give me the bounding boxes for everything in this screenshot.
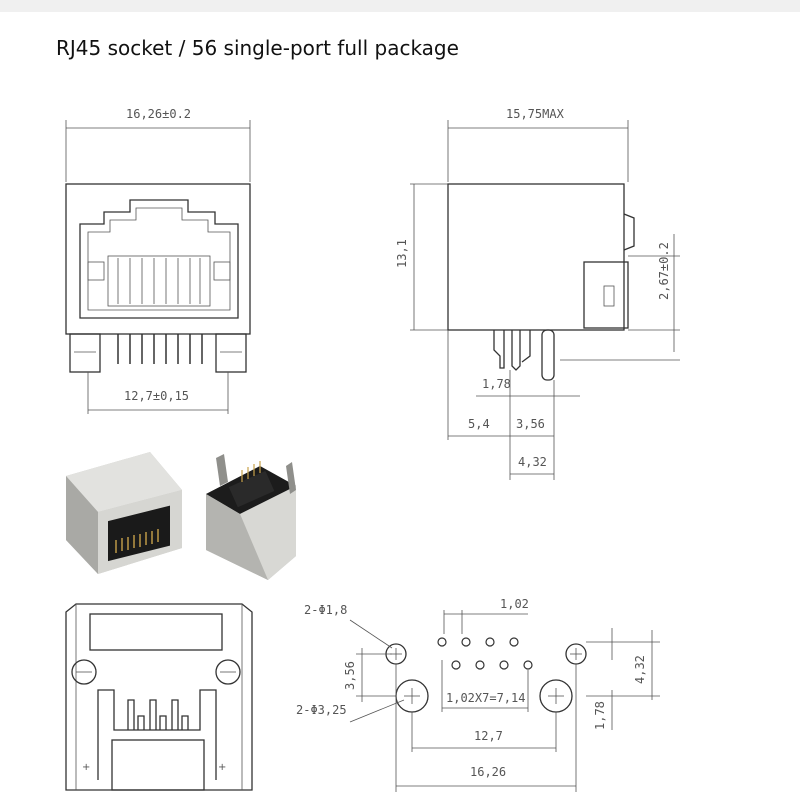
- side-length-dim: 15,75MAX: [506, 107, 565, 121]
- footprint-pin-row-dim: 1,02X7=7,14: [446, 691, 525, 705]
- top-bar: [0, 0, 800, 12]
- footprint-pitch-dim: 1,02: [500, 597, 529, 611]
- product-photo-front: [66, 452, 182, 574]
- side-view: 15,75MAX 13,1 2,67±0.2 1,78: [395, 107, 680, 480]
- side-pin-dim-3: 3,56: [516, 417, 545, 431]
- side-pin-dim-2: 5,4: [468, 417, 490, 431]
- front-view: 16,26±0.2: [65, 107, 251, 414]
- pcb-footprint: 1,02: [296, 597, 660, 792]
- footprint-small-hole-label: 2-Φ1,8: [304, 603, 347, 617]
- footprint-small-hole-span-dim: 12,7: [474, 729, 503, 743]
- side-pin-dim-4: 4,32: [518, 455, 547, 469]
- footprint-right-vertical-dim: 4,32: [633, 655, 647, 684]
- footprint-right-lower-dim: 1,78: [593, 701, 607, 730]
- footprint-large-hole-label: 2-Φ3,25: [296, 703, 347, 717]
- front-width-dim: 16,26±0.2: [126, 107, 191, 121]
- svg-text:+: +: [218, 762, 226, 773]
- rear-view: + +: [65, 603, 253, 791]
- side-height-dim: 13,1: [395, 239, 409, 268]
- contact-fingers: [107, 255, 211, 307]
- svg-text:+: +: [82, 762, 90, 773]
- pin-holes-bottom: [451, 660, 533, 670]
- product-photo-back: [206, 454, 296, 580]
- front-pin-span-dim: 12,7±0,15: [124, 389, 189, 403]
- pin-holes-top: [437, 637, 519, 647]
- footprint-row-offset-dim: 3,56: [343, 661, 357, 690]
- page-title: RJ45 socket / 56 single-port full packag…: [56, 36, 459, 60]
- side-pin-dim-1: 1,78: [482, 377, 511, 391]
- footprint-large-hole-span-dim: 16,26: [470, 765, 506, 779]
- side-tab-dim: 2,67±0.2: [657, 242, 671, 300]
